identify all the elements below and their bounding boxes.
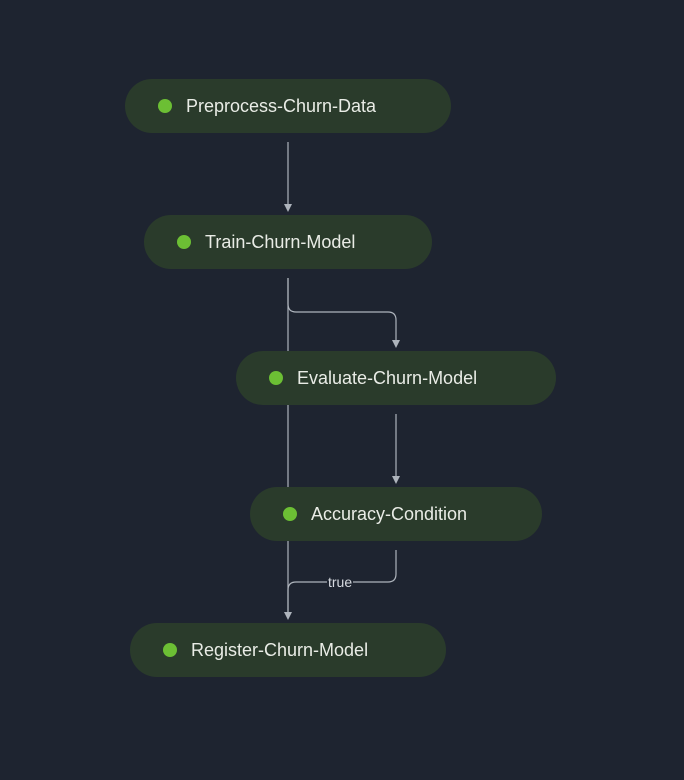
node-label: Accuracy-Condition xyxy=(311,503,468,524)
node-label: Evaluate-Churn-Model xyxy=(297,367,478,388)
node-label: Register-Churn-Model xyxy=(191,639,369,660)
node-accuracy-condition[interactable]: Accuracy-Condition xyxy=(250,487,542,541)
status-succeeded-icon xyxy=(269,371,283,385)
status-succeeded-icon xyxy=(158,99,172,113)
node-label: Train-Churn-Model xyxy=(205,231,356,252)
edge-label-true: true xyxy=(327,573,354,591)
status-succeeded-icon xyxy=(163,643,177,657)
node-preprocess-churn-data[interactable]: Preprocess-Churn-Data xyxy=(125,79,451,133)
node-evaluate-churn-model[interactable]: Evaluate-Churn-Model xyxy=(236,351,556,405)
status-succeeded-icon xyxy=(177,235,191,249)
edge-train-evaluate xyxy=(287,278,400,348)
node-register-churn-model[interactable]: Register-Churn-Model xyxy=(130,623,446,677)
node-train-churn-model[interactable]: Train-Churn-Model xyxy=(144,215,432,269)
node-label: Preprocess-Churn-Data xyxy=(186,95,377,116)
status-succeeded-icon xyxy=(283,507,297,521)
